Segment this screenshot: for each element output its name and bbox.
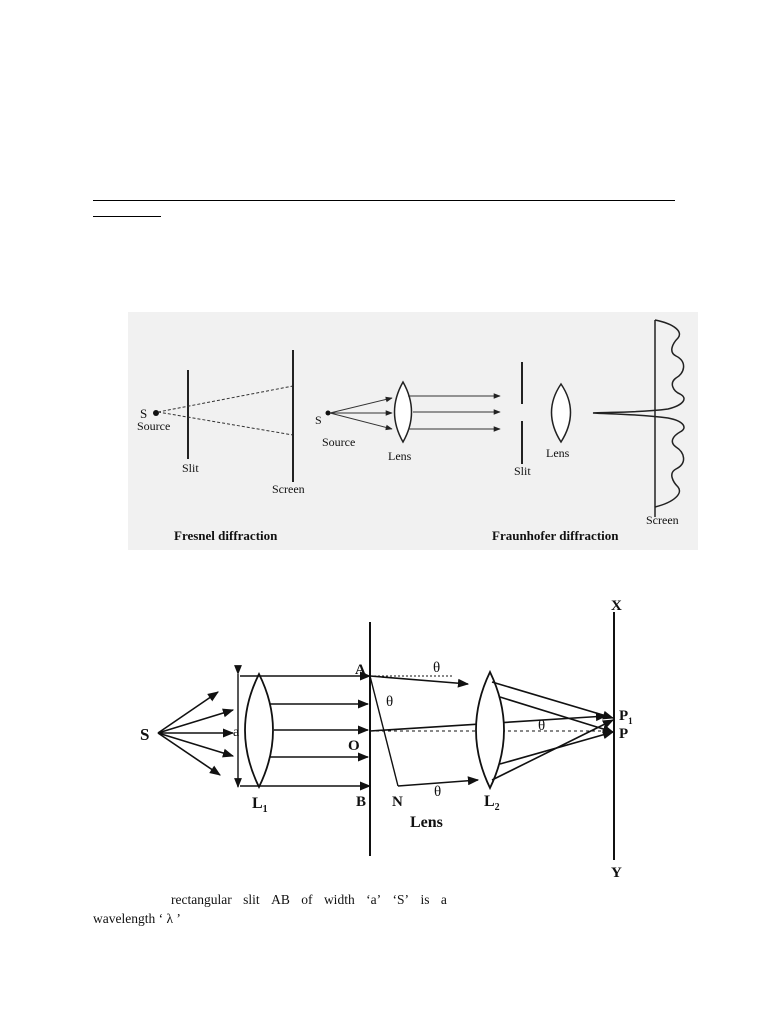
point-p1: P1 [619, 708, 633, 726]
horizontal-rule [93, 200, 675, 201]
collimating-lens [393, 380, 413, 444]
fraunhofer-caption: Fraunhofer diffraction [492, 528, 619, 543]
fresnel-caption: Fresnel diffraction [174, 528, 278, 543]
short-rule [93, 216, 161, 217]
fresnel-source-label: Source [137, 419, 170, 433]
diffracted-rays [369, 675, 480, 787]
caption-word: is [420, 892, 430, 907]
fresnel-ray-lower [157, 411, 294, 436]
fresnel-ray-upper [157, 385, 294, 413]
theta-center: θ [538, 718, 545, 734]
source-rays [157, 691, 235, 776]
lens-l1 [244, 671, 274, 790]
caption-word: ‘a’ [366, 892, 382, 907]
caption-word: slit [243, 892, 260, 907]
fresnel-slit-label: Slit [182, 461, 199, 475]
description-paragraph: rectangular slit AB of width ‘a’ ‘S’ is … [93, 890, 447, 928]
screen-end-x: X [611, 598, 622, 614]
fresnel-diagram: S Source Slit Screen Fresnel diffraction [137, 350, 305, 543]
lens-l2-label: L2 [484, 793, 500, 813]
lens-l1-label: L1 [252, 795, 268, 815]
lens-source-point [325, 410, 331, 416]
slit-edge-a: A [355, 662, 366, 678]
caption-word: width [323, 892, 355, 907]
caption-line-2: wavelength ‘ λ ’ [93, 911, 181, 926]
caption-word: a [440, 892, 447, 907]
intensity-pattern [592, 319, 685, 508]
lens-source-label: Source [322, 435, 355, 449]
fresnel-source-s: S [140, 406, 147, 421]
fresnel-fraunhofer-figure: S Source Slit Screen Fresnel diffraction… [128, 312, 698, 550]
fraunhofer-lens-label: Lens [546, 446, 570, 460]
point-n: N [392, 794, 403, 810]
theta-at-a: θ [386, 694, 393, 710]
single-slit-diagram: S a L1 A O B θ N θ θ θ L2 Lens [128, 592, 648, 882]
fraunhofer-diagram: Slit Lens Screen Fraunhofer diffraction [492, 319, 685, 543]
caption-line-1: rectangular slit AB of width ‘a’ ‘S’ is … [93, 890, 447, 909]
fresnel-screen-label: Screen [272, 482, 305, 496]
diverge-ray-3 [329, 412, 393, 431]
caption-word: of [301, 892, 313, 907]
screen-end-y: Y [611, 865, 622, 881]
fraunhofer-slit-label: Slit [514, 464, 531, 478]
diverge-ray-1 [329, 396, 393, 414]
slit-edge-b: B [356, 794, 366, 810]
slit-center-o: O [348, 738, 360, 754]
aperture-a-label: a [233, 725, 240, 740]
parallel-rays [240, 671, 372, 791]
fraunhofer-screen-label: Screen [646, 513, 679, 527]
caption-word: rectangular [171, 892, 232, 907]
theta-bottom: θ [434, 784, 441, 800]
point-p: P [619, 726, 628, 742]
lens-source-s: S [315, 413, 322, 427]
source-label: S [140, 725, 149, 744]
collimation-diagram: S Source Lens [315, 380, 501, 463]
fraunhofer-lens [550, 382, 572, 444]
caption-word: AB [271, 892, 290, 907]
caption-word: ‘S’ [392, 892, 410, 907]
source-point [153, 410, 159, 416]
lens-l2 [475, 669, 505, 791]
collimating-lens-label: Lens [388, 449, 412, 463]
lens-label: Lens [410, 814, 443, 831]
converging-rays [491, 681, 615, 781]
theta-top: θ [433, 660, 440, 676]
